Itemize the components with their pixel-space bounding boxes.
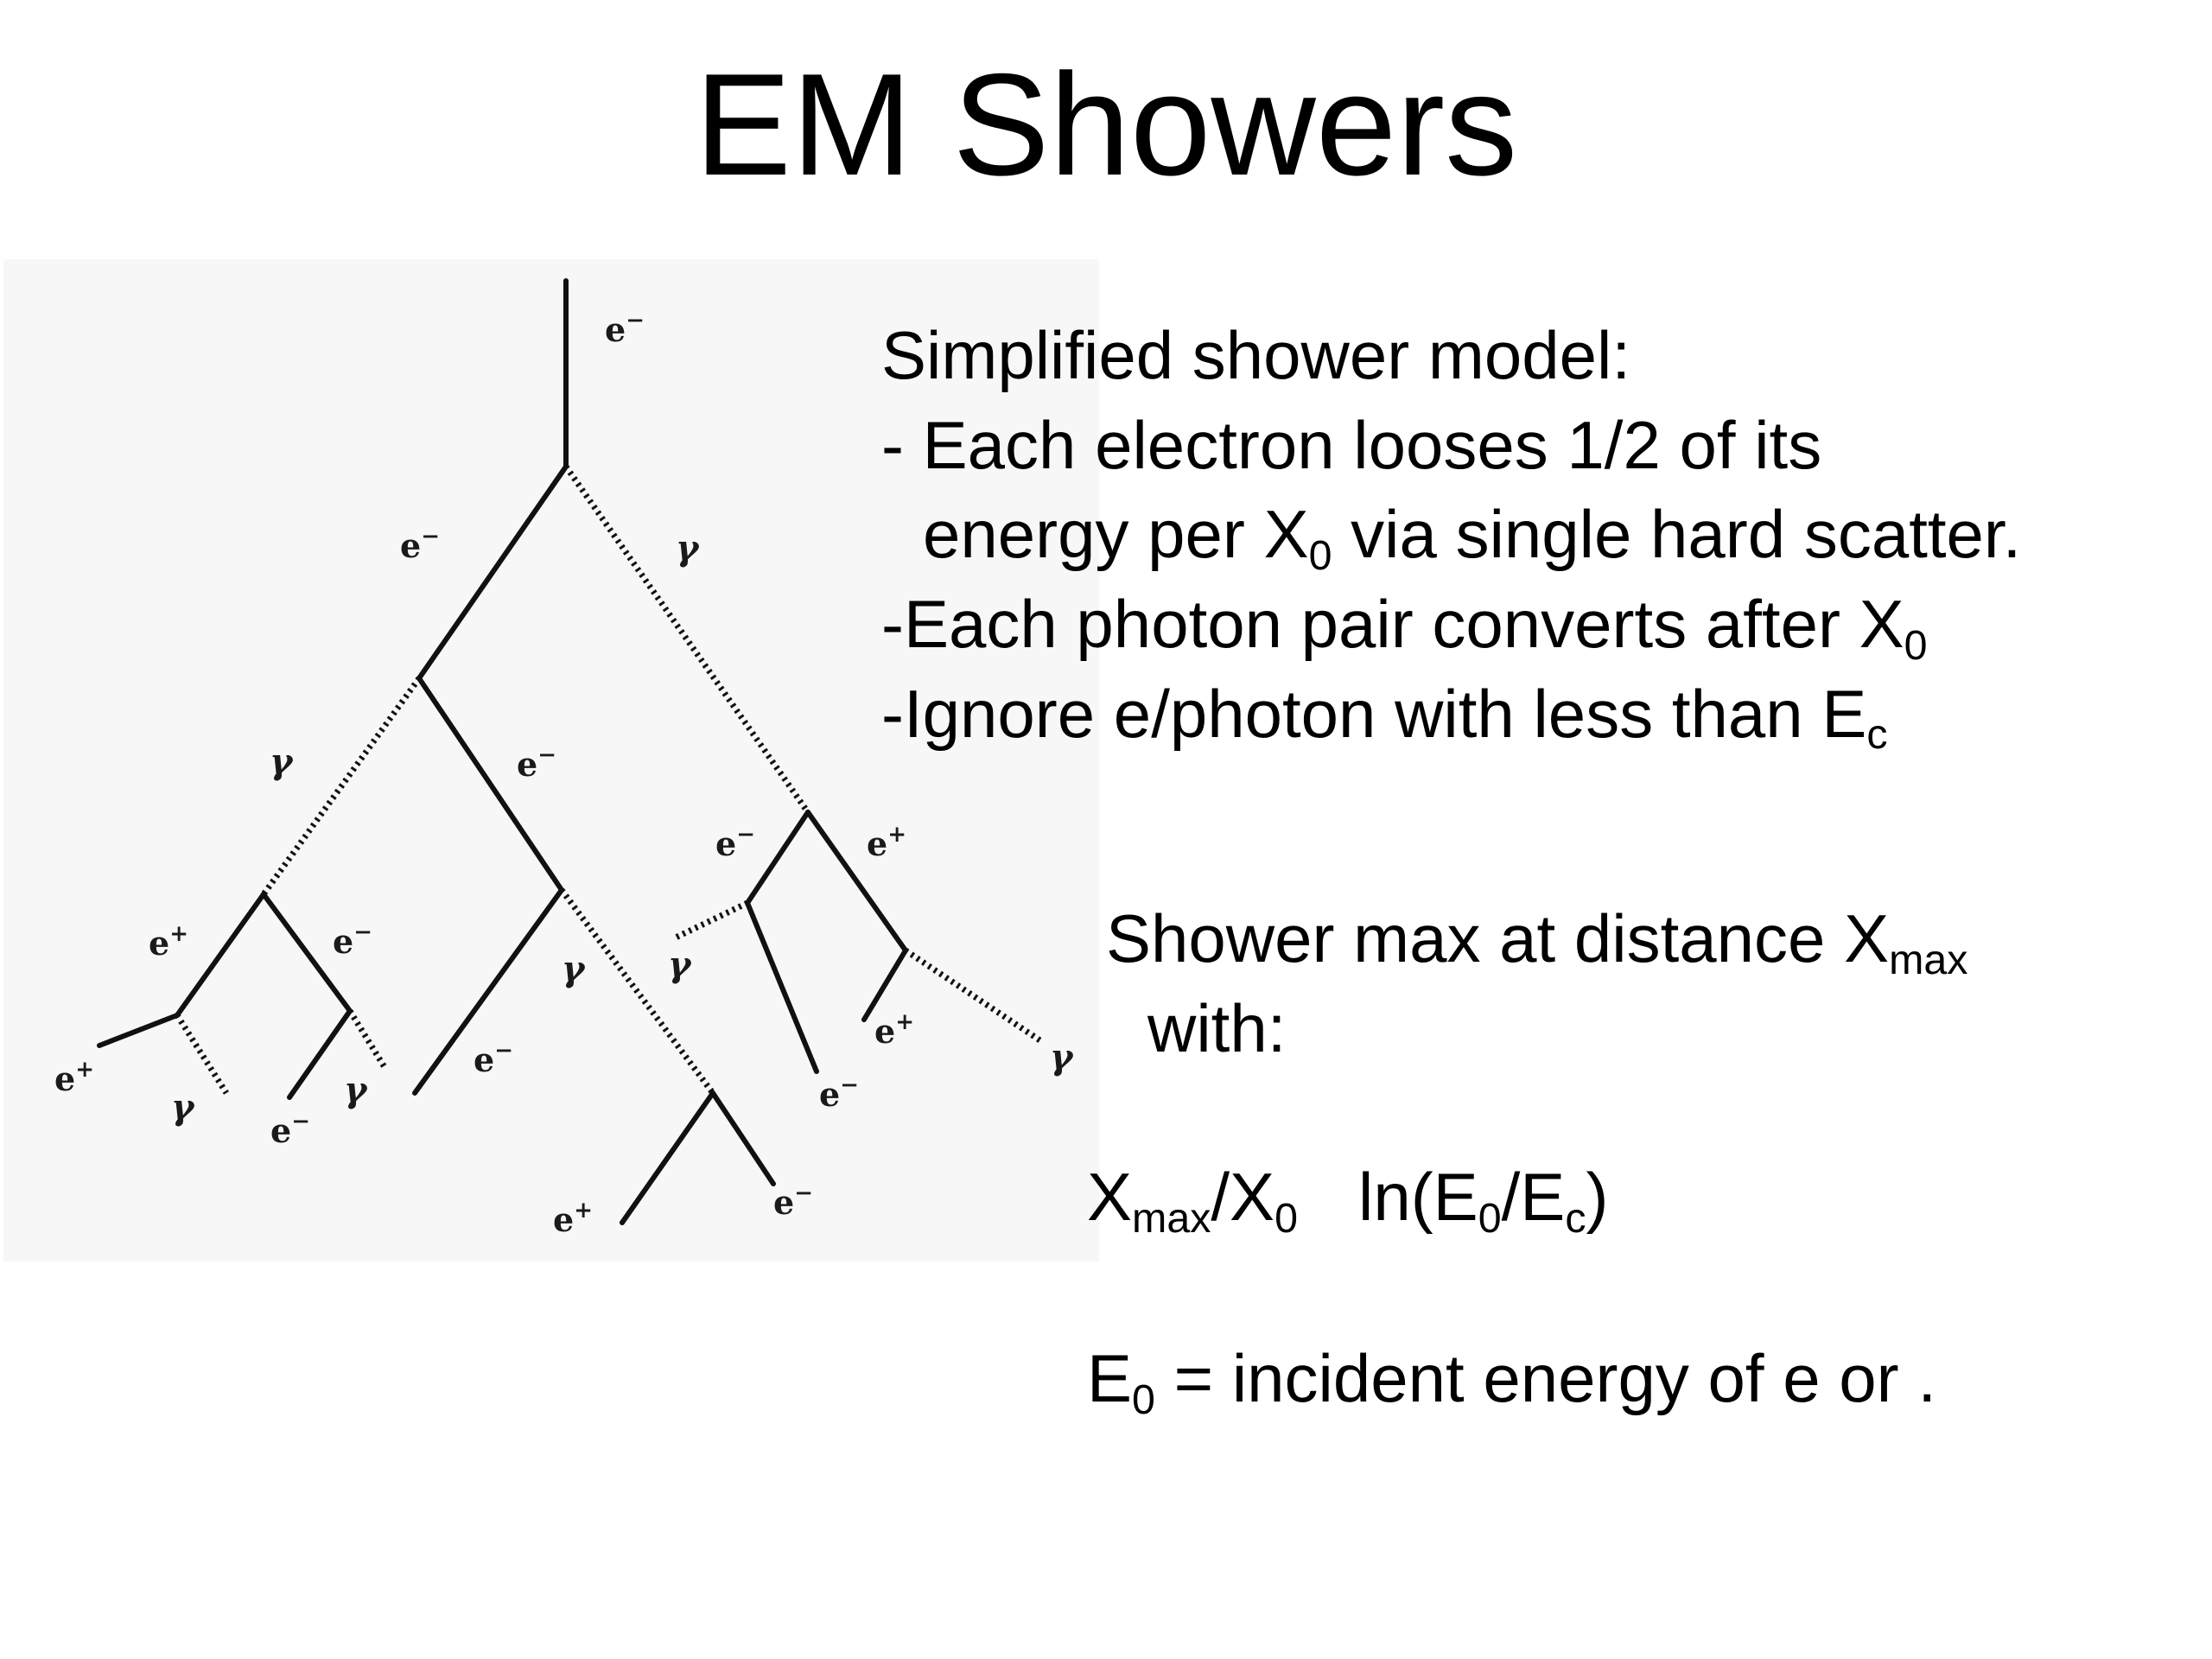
- incident-energy-definition: E0 = incident energy of e or .: [1087, 1340, 1936, 1423]
- track-bottom-electron: [710, 1090, 776, 1186]
- photon-right-a: [674, 899, 749, 941]
- label-e-minus: e−: [715, 822, 755, 863]
- shower-max-line-2: with:: [1147, 989, 1287, 1066]
- diagram-panel: [3, 259, 1099, 1262]
- photon-primary: [563, 464, 810, 815]
- model-line-1: - Each electron looses 1/2 of its: [881, 406, 1822, 483]
- track-l2-electron-b: [412, 887, 564, 1096]
- shower-model-text: Simplified shower model: - Each electron…: [881, 311, 2021, 760]
- shower-max-line-1: Shower max at distance Xmax: [1106, 900, 1968, 983]
- label-e-minus: e−: [270, 1109, 310, 1150]
- model-line-3: -Each photon pair converts after X0: [881, 586, 1928, 669]
- label-e-plus: e+: [54, 1057, 94, 1098]
- photon-left: [261, 676, 422, 897]
- label-e-plus: e+: [553, 1198, 593, 1239]
- photon-mid: [559, 887, 715, 1096]
- model-line-2: energy per X0 via single hard scatter.: [923, 496, 2022, 579]
- model-heading: Simplified shower model:: [881, 317, 1631, 393]
- slide-title: EM Showers: [694, 43, 1518, 206]
- label-gamma: γ: [562, 949, 586, 989]
- label-e-plus: e+: [867, 822, 906, 863]
- photon-left-b: [347, 1009, 387, 1069]
- label-e-minus: e−: [474, 1038, 513, 1079]
- track-left-electron-b: [287, 1008, 353, 1100]
- label-e-minus: e−: [819, 1072, 859, 1114]
- label-e-plus: e+: [874, 1009, 914, 1051]
- track-right-positron: [805, 810, 908, 953]
- label-gamma: γ: [1050, 1037, 1074, 1077]
- label-e-minus: e−: [333, 919, 372, 961]
- track-left-electron: [261, 892, 353, 1014]
- track-bottom-positron: [620, 1090, 715, 1225]
- photon-tracks: [175, 464, 1043, 1096]
- label-gamma: γ: [668, 944, 692, 985]
- track-l1-electron: [416, 464, 569, 681]
- label-gamma: γ: [676, 528, 700, 569]
- charged-tracks: [97, 278, 908, 1225]
- particle-labels: e− e− γ γ e− e− e+ e+ e− γ γ e+ γ e+ γ e…: [54, 308, 1074, 1239]
- track-l2-electron: [416, 676, 564, 893]
- label-e-minus: e−: [400, 524, 440, 565]
- photon-left-a: [175, 1014, 229, 1095]
- track-right-electron: [745, 810, 810, 906]
- track-left-positron: [175, 892, 266, 1018]
- label-gamma: γ: [171, 1087, 195, 1128]
- track-right-electron-b: [745, 900, 819, 1074]
- label-e-minus: e−: [605, 308, 645, 349]
- shower-max-text: Shower max at distance Xmax with:: [1106, 894, 1967, 1073]
- track-right-positron-b: [861, 948, 908, 1022]
- model-line-4: -Ignore e/photon with less than Ec: [881, 675, 1888, 759]
- photon-right-b: [904, 948, 1043, 1044]
- track-left-positron-b: [97, 1013, 180, 1048]
- label-gamma: γ: [270, 741, 294, 782]
- label-e-minus: e−: [517, 742, 556, 784]
- label-gamma: γ: [344, 1070, 368, 1110]
- label-e-plus: e+: [149, 921, 188, 963]
- label-e-minus: e−: [773, 1180, 813, 1222]
